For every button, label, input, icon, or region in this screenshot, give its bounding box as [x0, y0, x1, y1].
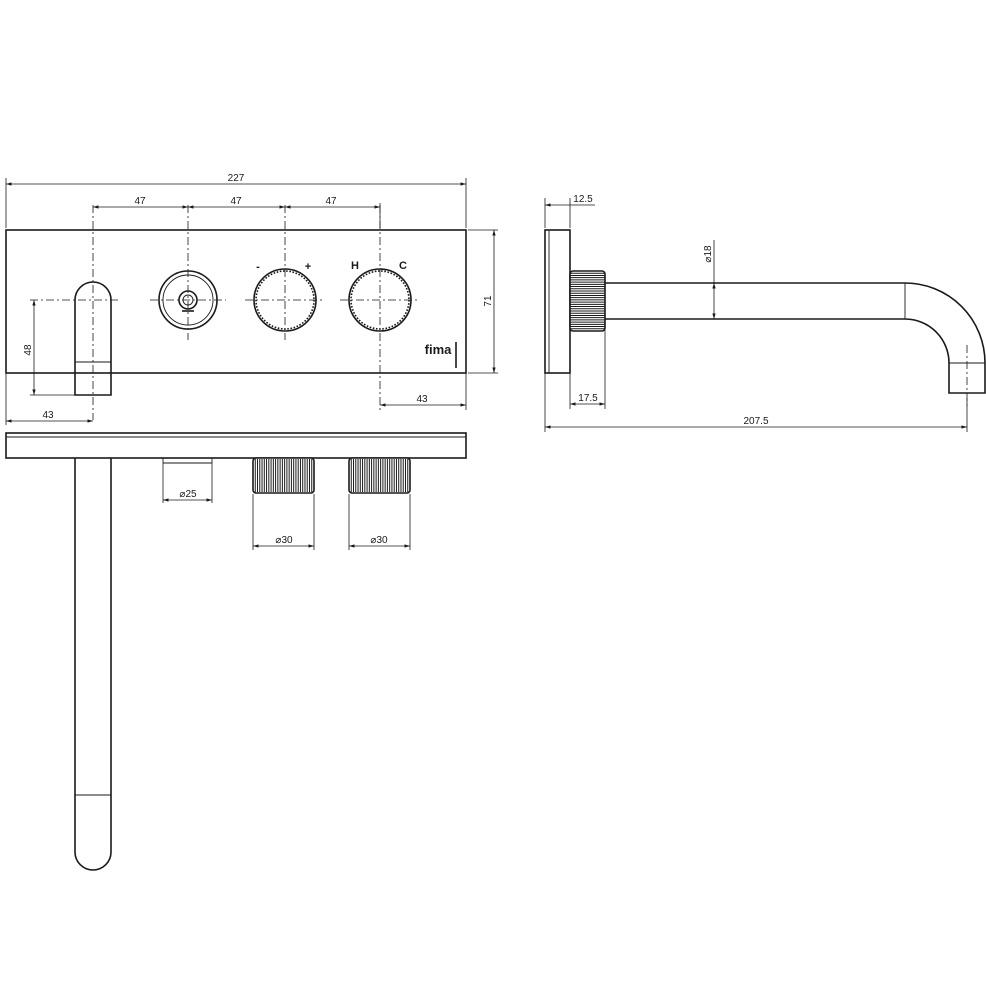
spout-front — [74, 281, 112, 396]
dim-overall-width: 227 — [228, 173, 245, 184]
knurled-knob-top-1 — [252, 457, 315, 494]
dim-plate-depth: 12.5 — [573, 194, 593, 205]
dim-dia-knob-2: ⌀30 — [370, 535, 388, 546]
dim-spout-offset: 43 — [42, 410, 54, 421]
dim-rosette-depth: 17.5 — [578, 393, 598, 404]
dim-plate-height: 71 — [483, 295, 494, 307]
plus-label: + — [305, 261, 311, 273]
dim-knob-offset: 43 — [416, 394, 428, 405]
top-view: ⌀25 ⌀30 ⌀30 — [5, 432, 467, 871]
minus-label: - — [256, 261, 260, 273]
spout-pipe-side — [605, 282, 986, 394]
brand-logo: fima — [425, 342, 453, 357]
dim-spout-height: 48 — [23, 344, 34, 356]
dim-dia-diverter: ⌀25 — [179, 489, 197, 500]
dim-pipe-diameter: ⌀18 — [703, 245, 714, 263]
dim-spout-projection: 207.5 — [743, 416, 768, 427]
spout-top — [74, 458, 112, 871]
dim-dia-knob-1: ⌀30 — [275, 535, 293, 546]
knurled-rosette-side — [569, 270, 606, 332]
side-view: 12.5 ⌀18 17.5 207.5 — [544, 194, 986, 432]
dim-spacing-a: 47 — [134, 196, 146, 207]
wall-plate-top — [5, 432, 467, 459]
knurled-knob-top-2 — [348, 457, 411, 494]
wall-plate-front — [5, 229, 467, 374]
dim-spacing-b: 47 — [230, 196, 242, 207]
front-view: - + H C fima 227 47 47 47 71 48 43 — [5, 173, 498, 425]
dim-spacing-c: 47 — [325, 196, 337, 207]
cold-label: C — [399, 260, 407, 272]
hot-label: H — [351, 260, 359, 272]
